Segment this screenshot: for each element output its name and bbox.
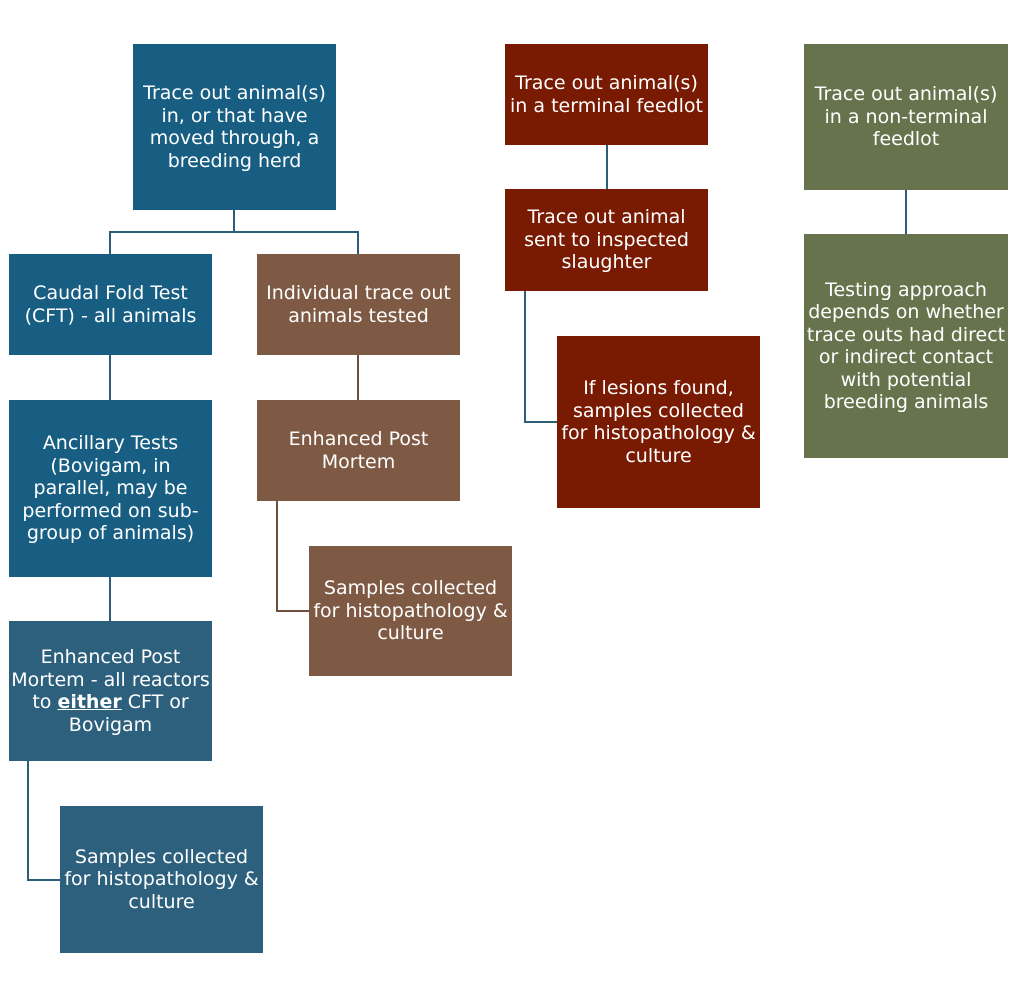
node-non-terminal-feedlot: Trace out animal(s) in a non-terminal fe… (804, 44, 1008, 190)
node-enhanced-post-mortem-all-emphasis: either (57, 691, 122, 713)
node-testing-approach: Testing approach depends on whether trac… (804, 234, 1008, 458)
connector-breeding-to-individual (234, 231, 359, 254)
node-enhanced-post-mortem-individual-label: Enhanced Post Mortem (288, 428, 429, 473)
connector-slaughter-to-lesions (524, 291, 557, 423)
node-enhanced-post-mortem-all-label: Enhanced Post Mortem - all reactors to e… (11, 646, 210, 736)
node-enhanced-post-mortem-all-text-after: CFT or Bovigam (68, 691, 189, 736)
node-cft-label: Caudal Fold Test (CFT) - all animals (24, 282, 197, 327)
node-individual-trace-out-label: Individual trace out animals tested (266, 282, 451, 327)
node-samples-individual-label: Samples collected for histopathology & c… (313, 577, 508, 645)
node-cft: Caudal Fold Test (CFT) - all animals (9, 254, 212, 355)
node-inspected-slaughter: Trace out animal sent to inspected slaug… (505, 189, 708, 291)
node-individual-trace-out: Individual trace out animals tested (257, 254, 460, 355)
node-breeding-herd: Trace out animal(s) in, or that have mov… (133, 44, 336, 210)
node-terminal-feedlot: Trace out animal(s) in a terminal feedlo… (505, 44, 708, 145)
node-terminal-feedlot-label: Trace out animal(s) in a terminal feedlo… (510, 72, 703, 117)
node-ancillary-tests: Ancillary Tests (Bovigam, in parallel, m… (9, 400, 212, 577)
node-testing-approach-label: Testing approach depends on whether trac… (806, 278, 1006, 414)
node-samples-breeding-label: Samples collected for histopathology & c… (64, 845, 259, 913)
node-lesions-found: If lesions found, samples collected for … (557, 336, 760, 508)
node-breeding-herd-label: Trace out animal(s) in, or that have mov… (143, 82, 326, 172)
node-inspected-slaughter-label: Trace out animal sent to inspected slaug… (524, 206, 689, 274)
node-enhanced-post-mortem-individual: Enhanced Post Mortem (257, 400, 460, 501)
node-lesions-found-label: If lesions found, samples collected for … (561, 377, 756, 467)
node-non-terminal-feedlot-label: Trace out animal(s) in a non-terminal fe… (814, 83, 998, 151)
node-enhanced-post-mortem-all: Enhanced Post Mortem - all reactors to e… (9, 621, 212, 761)
connector-enhanced-pm-to-samples (27, 761, 60, 881)
node-enhanced-post-mortem-all-text-before: Enhanced Post Mortem - all reactors to (11, 646, 210, 713)
connector-enhanced-pm-to-samples-individual (276, 501, 309, 612)
node-samples-individual: Samples collected for histopathology & c… (309, 546, 512, 676)
node-ancillary-tests-label: Ancillary Tests (Bovigam, in parallel, m… (22, 432, 199, 545)
connector-breeding-to-branches (109, 210, 235, 254)
node-samples-breeding: Samples collected for histopathology & c… (60, 806, 263, 953)
